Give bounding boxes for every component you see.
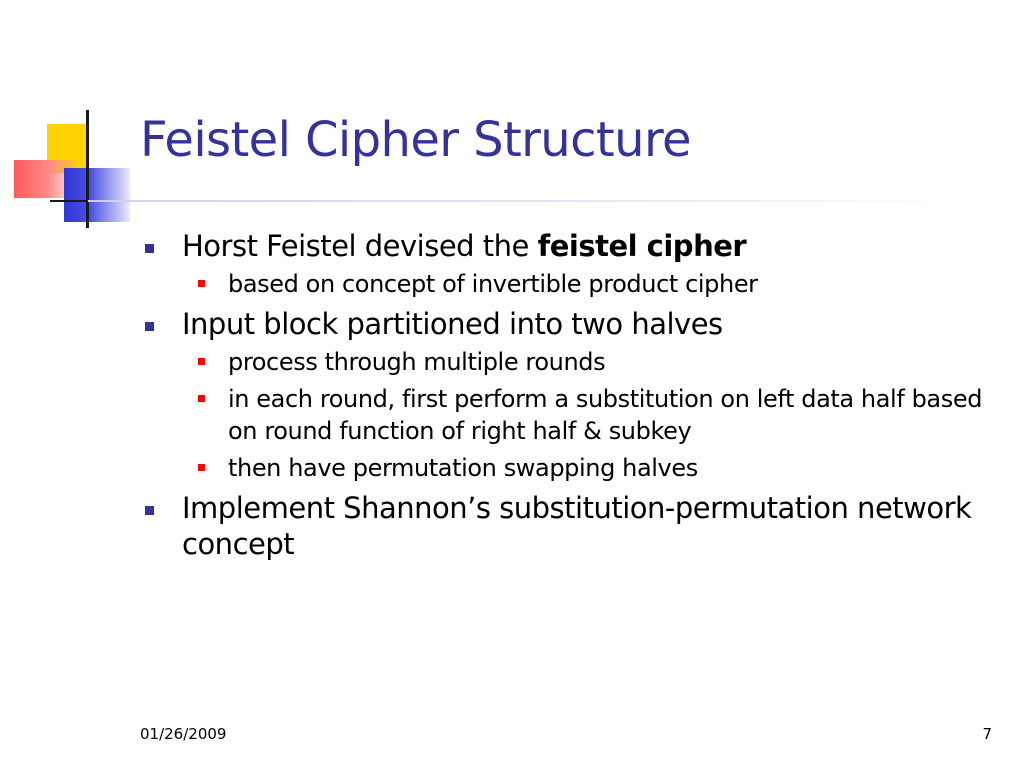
square-bullet-icon [145, 244, 154, 253]
title-underline [88, 200, 958, 202]
bullet-emphasis: feistel cipher [537, 229, 747, 263]
sub-bullet-text: in each round, first perform a substitut… [228, 385, 983, 445]
slide-title: Feistel Cipher Structure [140, 112, 692, 168]
square-bullet-icon [198, 395, 205, 402]
sub-bullet-item: in each round, first perform a substitut… [186, 383, 990, 447]
bullet-text: Implement Shannon’s substitution-permuta… [182, 491, 972, 561]
bullet-item: Implement Shannon’s substitution-permuta… [140, 490, 990, 562]
bullet-text: Horst Feistel devised the [182, 229, 538, 263]
sub-bullet-list: process through multiple rounds in each … [186, 346, 990, 484]
slide-content: Horst Feistel devised the feistel cipher… [140, 228, 990, 562]
bullet-text: Input block partitioned into two halves [182, 307, 723, 341]
bullet-list: Horst Feistel devised the feistel cipher… [140, 228, 990, 562]
square-bullet-icon [145, 322, 154, 331]
overlapping-squares-logo-icon [0, 0, 145, 240]
sub-bullet-text: based on concept of invertible product c… [228, 270, 758, 298]
footer-date: 01/26/2009 [140, 725, 227, 743]
logo-vertical-line [86, 110, 89, 228]
sub-bullet-item: process through multiple rounds [186, 346, 990, 378]
logo-blue-square [64, 168, 130, 222]
sub-bullet-item: based on concept of invertible product c… [186, 268, 990, 300]
square-bullet-icon [198, 358, 205, 365]
page-number: 7 [982, 725, 992, 743]
square-bullet-icon [198, 464, 205, 471]
bullet-item: Input block partitioned into two halves … [140, 306, 990, 484]
sub-bullet-text: then have permutation swapping halves [228, 454, 698, 482]
bullet-item: Horst Feistel devised the feistel cipher… [140, 228, 990, 300]
sub-bullet-text: process through multiple rounds [228, 348, 606, 376]
sub-bullet-item: then have permutation swapping halves [186, 452, 990, 484]
square-bullet-icon [198, 280, 205, 287]
sub-bullet-list: based on concept of invertible product c… [186, 268, 990, 300]
square-bullet-icon [145, 506, 154, 515]
